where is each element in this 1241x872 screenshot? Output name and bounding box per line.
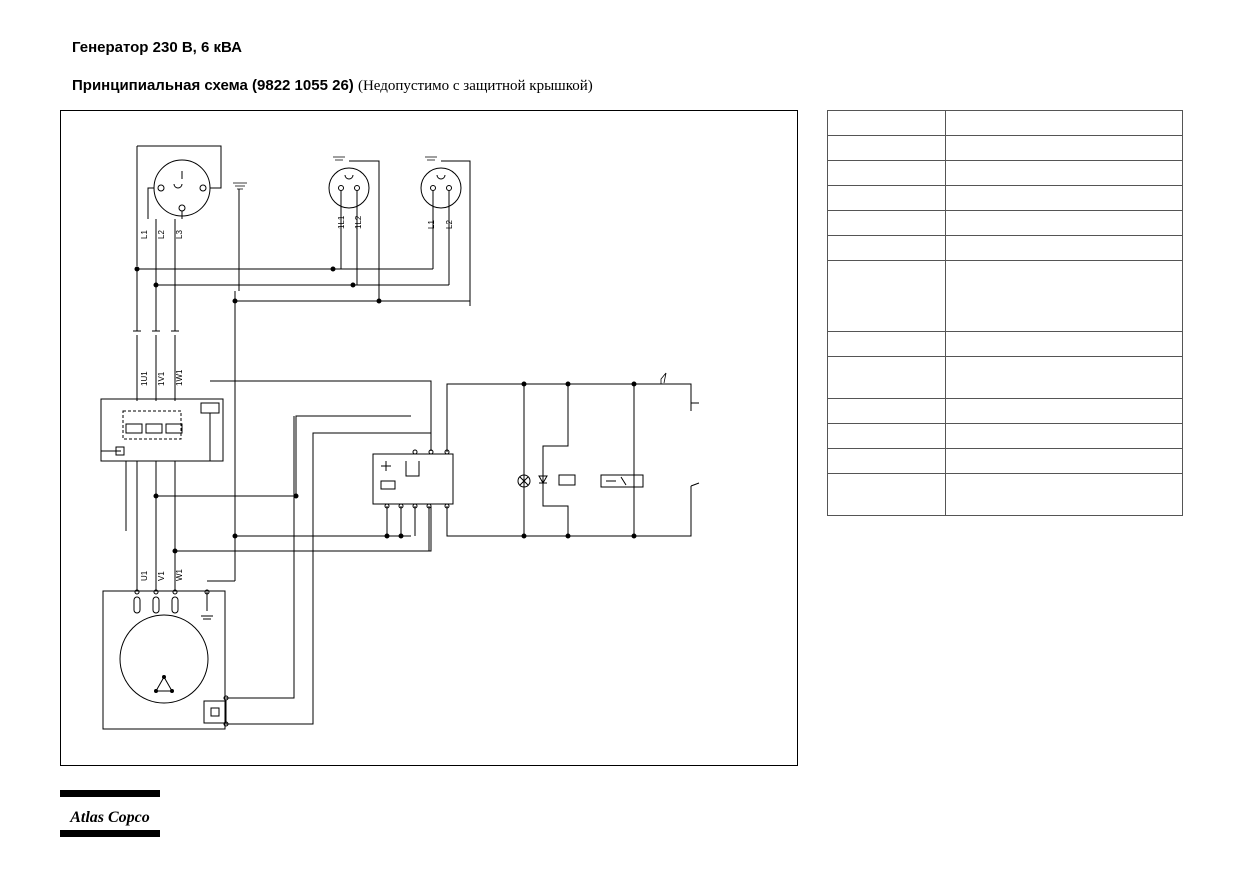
legend-row [827,473,1183,516]
generator [102,416,431,730]
schematic-svg: L1 L2 L3 1L1 1L2 L1 L2 [100,145,700,730]
diagram-name: Принципиальная схема (9822 1055 26) [72,77,354,94]
breaker-label-1v1: 1V1 [157,371,166,386]
legend-row [827,110,1183,136]
socket2-label-1l2: 1L2 [354,215,363,229]
socket2-label-1l1: 1L1 [337,215,346,229]
svg-text:Atlas Copco: Atlas Copco [69,809,150,826]
socket1-label-l1: L1 [140,230,149,239]
socket1-label-l2: L2 [157,230,166,239]
legend-row [827,356,1183,399]
legend-row [827,423,1183,449]
schematic-diagram: L1 L2 L3 1L1 1L2 L1 L2 [60,110,798,766]
legend-row [827,398,1183,424]
legend-row [827,135,1183,161]
circuit-breaker [100,380,432,551]
gen-label-w1: W1 [175,568,184,581]
legend-row [827,185,1183,211]
legend-row [827,448,1183,474]
legend-row [827,235,1183,261]
legend-row [827,210,1183,236]
breaker-label-1w1: 1W1 [175,369,184,386]
legend-row [827,260,1183,332]
socket3-label-l2: L2 [445,220,454,229]
legend-table [827,110,1183,516]
socket1-label-l3: L3 [175,230,184,239]
socket3-label-l1: L1 [427,220,436,229]
atlas-copco-logo: Atlas Copco [60,790,160,837]
control-module [372,383,692,551]
page-subtitle: Принципиальная схема (9822 1055 26) (Нед… [72,77,593,95]
control-circuit [517,372,700,539]
legend-row [827,160,1183,186]
socket-1phase-b [420,156,471,306]
diagram-note: (Недопустимо с защитной крышкой) [357,78,593,94]
legend-row [827,331,1183,357]
socket-3phase [136,145,222,266]
gen-label-v1: V1 [157,571,166,581]
ground-icon [233,182,247,291]
page-title: Генератор 230 В, 6 кВА [72,39,242,56]
gen-label-u1: U1 [140,570,149,581]
breaker-label-1u1: 1U1 [140,371,149,386]
